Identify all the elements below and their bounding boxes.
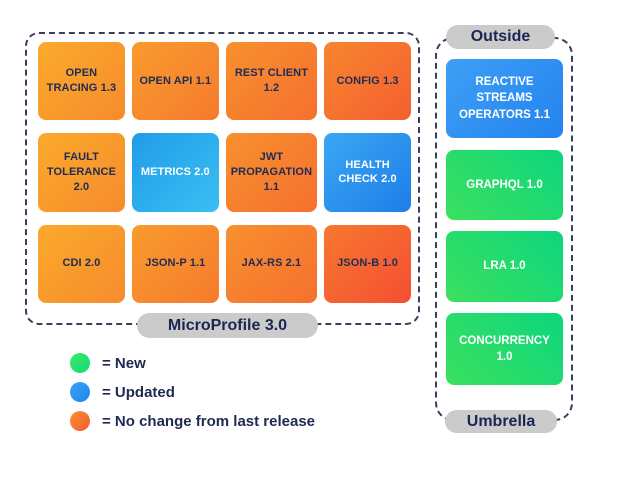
legend-label-updated: = Updated: [102, 383, 175, 401]
updated-status-dot-icon: [70, 382, 90, 402]
tile-json-b: JSON-B 1.0: [324, 224, 411, 303]
legend-item-new: = New: [70, 353, 146, 373]
tile-cdi: CDI 2.0: [38, 224, 125, 303]
tile-reactive-streams-operators: REACTIVE STREAMS OPERATORS 1.1: [446, 59, 563, 138]
tile-metrics: METRICS 2.0: [131, 133, 219, 212]
tile-jax-rs: JAX-RS 2.1: [225, 224, 318, 303]
tile-rest-client: REST CLIENT 1.2: [225, 42, 318, 121]
tile-open-api: OPEN API 1.1: [131, 42, 219, 121]
legend-label-new: = New: [102, 354, 146, 372]
tile-json-p: JSON-P 1.1: [131, 224, 219, 303]
microprofile-tile-grid: OPEN TRACING 1.3 OPEN API 1.1 REST CLIEN…: [38, 42, 411, 303]
legend-item-updated: = Updated: [70, 382, 175, 402]
tile-fault-tolerance: FAULT TOLERANCE 2.0: [38, 133, 125, 212]
tile-lra: LRA 1.0: [446, 231, 563, 302]
microprofile-group-label: MicroProfile 3.0: [137, 313, 318, 338]
tile-health-check: HEALTH CHECK 2.0: [324, 133, 411, 212]
new-status-dot-icon: [70, 353, 90, 373]
tile-concurrency: CONCURRENCY 1.0: [446, 313, 563, 385]
no-change-status-dot-icon: [70, 411, 90, 431]
tile-open-tracing: OPEN TRACING 1.3: [38, 42, 125, 121]
tile-jwt-propagation: JWT PROPAGATION 1.1: [225, 133, 318, 212]
outside-group-label: Outside: [446, 25, 555, 49]
tile-config: CONFIG 1.3: [324, 42, 411, 121]
tile-graphql: GRAPHQL 1.0: [446, 150, 563, 220]
legend-item-no-change: = No change from last release: [70, 411, 315, 431]
legend-label-no-change: = No change from last release: [102, 412, 316, 430]
umbrella-group-label: Umbrella: [445, 410, 557, 433]
